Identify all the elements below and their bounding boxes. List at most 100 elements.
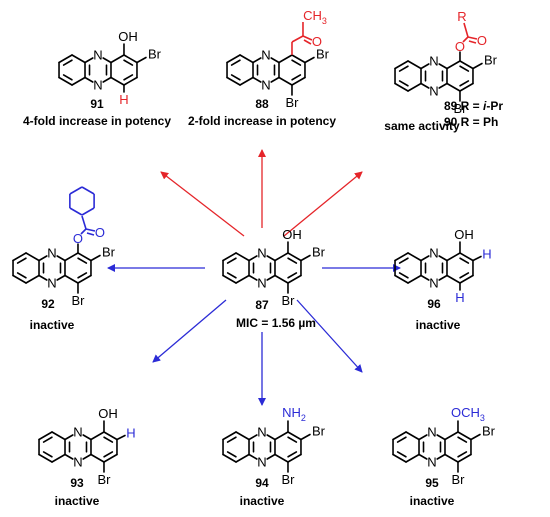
bromine-label: Br (451, 472, 465, 487)
bond (64, 453, 74, 460)
bond-c-o (302, 35, 313, 41)
bromine-label: Br (285, 95, 299, 110)
bond (459, 272, 470, 279)
bond (459, 60, 474, 70)
bond (407, 274, 422, 284)
bond (459, 82, 474, 92)
bond (266, 255, 276, 262)
bond (446, 274, 461, 284)
bond-br (300, 254, 311, 262)
cyclohexane-bond (69, 186, 83, 195)
bond (222, 431, 237, 441)
caption-87-mic: MIC = 1.56 µm (236, 316, 316, 330)
amino-label: NH2 (282, 405, 306, 423)
nitrogen-atom: N (257, 425, 266, 440)
bond (25, 252, 40, 262)
bond (56, 274, 66, 281)
ester-oxygen-label: O (73, 231, 83, 246)
bromine-label: Br (312, 424, 326, 439)
bond (103, 436, 114, 443)
bond (58, 76, 73, 86)
bond (123, 54, 138, 64)
bond (444, 453, 459, 463)
hydroxyl-label: OH (118, 29, 138, 44)
bond-c-r (463, 22, 469, 38)
bond (420, 255, 430, 262)
r89-ipr: i (483, 99, 487, 113)
bond (394, 82, 409, 92)
bond (287, 274, 302, 284)
caption-92: inactive (30, 318, 75, 332)
bond (230, 59, 241, 66)
nitrogen-atom: N (257, 246, 266, 261)
arrow-to-91 (160, 171, 245, 237)
bond (123, 76, 138, 86)
hydrogen-label: H (119, 92, 128, 107)
bond (398, 80, 409, 87)
bond-c-o-double (303, 39, 312, 45)
bond (459, 65, 470, 72)
bond (235, 453, 250, 463)
bond (291, 76, 306, 86)
bond (394, 274, 409, 284)
caption-93: inactive (55, 494, 100, 508)
bond (12, 274, 27, 284)
bond (287, 453, 302, 463)
bond (226, 54, 241, 64)
bond (16, 257, 27, 264)
bond (12, 252, 27, 262)
bond (287, 431, 302, 441)
bond (394, 60, 409, 70)
bond (407, 60, 422, 70)
bond (252, 57, 262, 64)
bond (38, 453, 53, 463)
compound-number-87: 87 (255, 298, 269, 312)
bond (102, 76, 112, 83)
bond (270, 76, 280, 83)
methyl-label-sub: 3 (322, 16, 327, 26)
bond (287, 272, 298, 279)
bond (459, 257, 470, 264)
methoxy-label-sub: 3 (480, 413, 485, 423)
bond (38, 274, 48, 281)
compound-number-92: 92 (41, 297, 55, 311)
carbonyl-oxygen-label: O (477, 33, 487, 48)
methoxy-label-main: OCH (451, 405, 480, 420)
bond-h (116, 434, 126, 441)
bromine-label: Br (71, 293, 85, 308)
bond (42, 436, 53, 443)
bond (64, 274, 79, 284)
bond (274, 453, 289, 463)
hydrogen-label: H (455, 290, 464, 305)
bond (459, 274, 474, 284)
arrow-to-93 (152, 299, 227, 363)
bond-o-c (462, 36, 469, 43)
bond (405, 431, 420, 441)
bond (226, 436, 237, 443)
bond (82, 434, 92, 441)
bond (226, 272, 237, 279)
nitrogen-atom: N (261, 78, 270, 93)
bond (58, 54, 73, 64)
bond-h (472, 255, 482, 262)
bond (392, 431, 407, 441)
bond (230, 74, 241, 81)
bond (102, 57, 112, 64)
amino-label-main: NH (282, 405, 301, 420)
bond (226, 451, 237, 458)
bond-br (472, 62, 483, 70)
bond (420, 82, 430, 89)
bond (90, 431, 105, 441)
bond (287, 451, 298, 458)
bond (84, 76, 94, 83)
bond-br (300, 433, 311, 441)
caption-96: inactive (416, 318, 461, 332)
bond (457, 436, 468, 443)
bond (436, 434, 446, 441)
nitrogen-atom: N (73, 455, 82, 470)
bromine-label: Br (97, 472, 111, 487)
